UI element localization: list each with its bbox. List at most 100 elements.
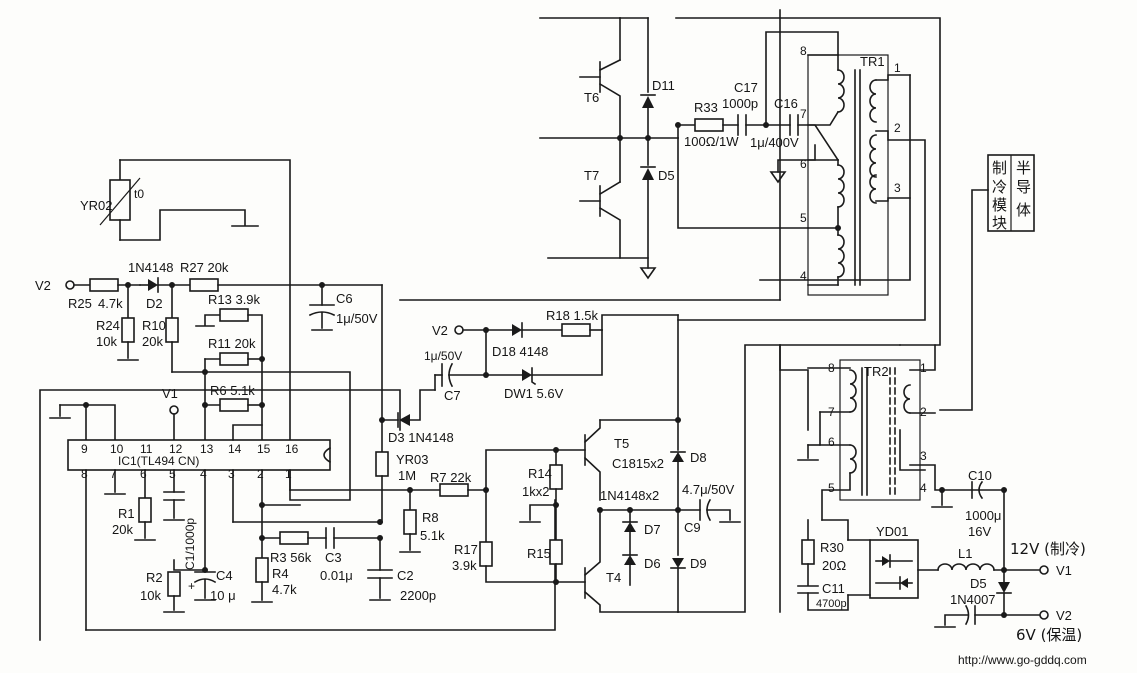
c6-label: C6 <box>336 291 353 306</box>
ic1-pin-top-15: 15 <box>257 442 271 456</box>
d7-label: D7 <box>644 522 661 537</box>
source-url: http://www.go-gddq.com <box>958 653 1087 667</box>
d8-label: D8 <box>690 450 707 465</box>
c9-label: C9 <box>684 520 701 535</box>
r15-label: R15 <box>527 546 551 561</box>
d5r-label: D5 <box>970 576 987 591</box>
r1-value: 20k <box>112 522 133 537</box>
r24-label: R24 <box>96 318 120 333</box>
tr1-label: TR1 <box>860 54 885 69</box>
c16-value: 1μ/400V <box>750 135 799 150</box>
tr2-pin-5: 5 <box>828 481 835 495</box>
c17-label: C17 <box>734 80 758 95</box>
v2-left-label: V2 <box>35 278 51 293</box>
t6-label: T6 <box>584 90 599 105</box>
ic1-pin-top-9: 9 <box>81 442 88 456</box>
v1-out-label: V1 <box>1056 563 1072 578</box>
ic1-pin-top-11: 11 <box>140 442 153 456</box>
l1-label: L1 <box>958 546 972 561</box>
tr1-pin-r-1: 1 <box>894 61 901 75</box>
ic1-pin-bottom-4: 4 <box>200 467 207 481</box>
c7-value: 1μ/50V <box>424 349 462 363</box>
t0-label: t0 <box>134 187 144 201</box>
ic1-pin-top-16: 16 <box>285 442 299 456</box>
feedback-network: D3 1N4148 YR03 1M R7 22k R8 5.1k R17 3.9… <box>289 284 586 583</box>
t4-label: T4 <box>606 570 621 585</box>
ic1-pin-bottom-2: 2 <box>257 467 264 481</box>
r33-value: 100Ω/1W <box>684 134 739 149</box>
r3-label: R3 56k <box>270 550 312 565</box>
tr1-pin-5: 5 <box>800 211 807 225</box>
tr2-pin-6: 6 <box>828 435 835 449</box>
c2-label: C2 <box>397 568 414 583</box>
tr2-label: TR2 <box>864 364 889 379</box>
c3-label: C3 <box>325 550 342 565</box>
half-bridge: T6 T7 D11 D5 R33 100Ω/1W C17 <box>399 9 941 346</box>
c10-voltage: 16V <box>968 524 991 539</box>
tr2-pin-r-3: 3 <box>920 449 927 463</box>
r8-label: R8 <box>422 510 439 525</box>
input-network: V2 R25 4.7k 1N4148 D2 R27 20k R24 10k R1… <box>35 260 383 501</box>
module-char-1: 冷 <box>992 178 1007 196</box>
r14-label: R14 <box>528 466 552 481</box>
c3-value: 0.01μ <box>320 568 353 583</box>
d5top-label: D5 <box>658 168 675 183</box>
c11-value: 4700p <box>816 598 847 610</box>
r18-label: R18 1.5k <box>546 308 599 323</box>
output-section: C10 1000μ 16V R30 20Ω C11 4700p YD01 L1 <box>797 468 1087 667</box>
out-6v-label: 6V (保温) <box>1016 626 1082 644</box>
c6-value: 1μ/50V <box>336 311 378 326</box>
r13-label: R13 3.9k <box>208 292 261 307</box>
yr02-label: YR02 <box>80 198 113 213</box>
ic1-pin-top-13: 13 <box>200 442 214 456</box>
out-12v-label: 12V (制冷) <box>1010 540 1086 558</box>
r8-value: 5.1k <box>420 528 445 543</box>
c4-label: C4 <box>216 568 233 583</box>
module-char-5: 导 <box>1016 178 1031 196</box>
c10-value: 1000μ <box>965 508 1001 523</box>
ic1-pin-bottom-6: 6 <box>140 467 147 481</box>
module-char-4: 半 <box>1016 159 1031 177</box>
dw1-label: DW1 5.6V <box>504 386 564 401</box>
r7-label: R7 22k <box>430 470 472 485</box>
tr1-pin-r-2: 2 <box>894 121 901 135</box>
r30-label: R30 <box>820 540 844 555</box>
tr1-pin-7: 7 <box>800 107 807 121</box>
r30-value: 20Ω <box>822 558 846 573</box>
c1-label: C1/1000p <box>183 518 197 570</box>
driver-stage: T5 C1815x2 R14 1kx2 R15 T4 1N4148x2 D <box>519 314 901 613</box>
r2-value: 10k <box>140 588 161 603</box>
tr2-pin-r-1: 1 <box>920 361 927 375</box>
r14-value: 1kx2 <box>522 484 549 499</box>
r10-value: 20k <box>142 334 163 349</box>
module-char-0: 制 <box>992 159 1007 177</box>
module-char-3: 块 <box>992 214 1007 232</box>
t5-value: C1815x2 <box>612 456 664 471</box>
tr1-pin-4: 4 <box>800 269 807 283</box>
r33-label: R33 <box>694 100 718 115</box>
c4-plus: + <box>188 579 195 593</box>
r11-label: R11 20k <box>208 336 256 351</box>
r1-label: R1 <box>118 506 135 521</box>
d5r-value: 1N4007 <box>950 592 996 607</box>
c16-label: C16 <box>774 96 798 111</box>
ic1-pin-bottom-7: 7 <box>110 467 117 481</box>
v2-out-label: V2 <box>1056 608 1072 623</box>
ic1-pin-top-10: 10 <box>110 442 124 456</box>
d11-label: D11 <box>652 78 675 93</box>
r2-label: R2 <box>146 570 163 585</box>
tr1-pin-8: 8 <box>800 44 807 58</box>
r4-value: 4.7k <box>272 582 297 597</box>
r27-label: R27 20k <box>180 260 229 275</box>
tr2-pin-7: 7 <box>828 405 835 419</box>
d9-label: D9 <box>690 556 707 571</box>
c10-label: C10 <box>968 468 992 483</box>
module-char-6: 体 <box>1016 201 1031 219</box>
ic1-name: IC1(TL494 CN) <box>118 454 199 468</box>
d2-label: D2 <box>146 296 163 311</box>
